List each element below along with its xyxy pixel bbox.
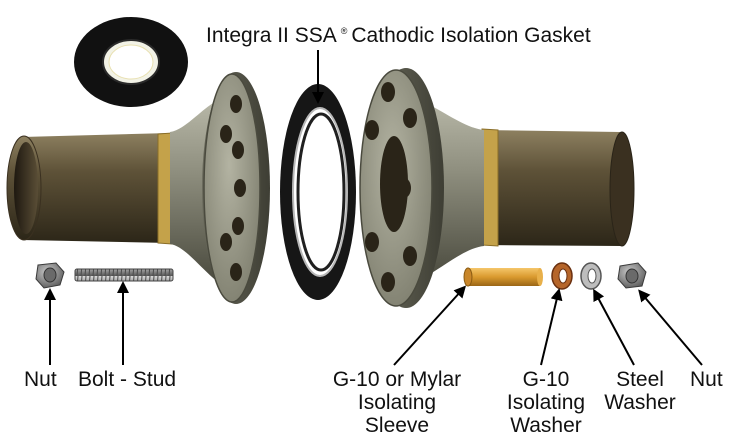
product-name: Integra II SSA	[206, 24, 337, 47]
label-bolt-stud: Bolt - Stud	[78, 368, 177, 391]
arrow-isolating-washer	[540, 288, 563, 366]
label-steel-line-1: Steel	[616, 368, 664, 391]
right-nut	[617, 262, 647, 289]
label-washer-line-3: Washer	[510, 414, 582, 437]
steel-washer	[580, 262, 602, 290]
right-weld-ring	[481, 128, 499, 247]
label-steel-line-2: Washer	[604, 391, 676, 414]
left-nut	[35, 262, 65, 289]
arrow-steel-washer	[593, 288, 635, 366]
isolating-washer	[551, 262, 573, 290]
isolating-sleeve	[463, 267, 543, 287]
label-steel-washer: Steel Washer	[598, 368, 682, 414]
label-isolating-sleeve: G-10 or Mylar Isolating Sleeve	[312, 368, 482, 437]
left-flange-face	[203, 73, 261, 303]
label-sleeve-line-2: Isolating	[357, 391, 437, 414]
right-bolt-holes	[365, 82, 417, 292]
right-flange-bore	[380, 136, 408, 232]
left-pipe	[22, 133, 170, 243]
label-nut-left: Nut	[24, 368, 57, 391]
label-washer-line-2: Isolating	[506, 391, 586, 414]
gasket-side-view	[280, 84, 356, 300]
right-pipe	[480, 130, 622, 246]
right-flange-assembly	[359, 68, 635, 308]
label-sleeve-line-3: Sleeve	[364, 414, 430, 437]
label-sleeve-line-1: G-10 or Mylar	[332, 368, 462, 391]
gasket-face-inset	[74, 17, 188, 107]
label-isolating-washer: G-10 Isolating Washer	[496, 368, 596, 437]
left-flange-assembly	[6, 72, 270, 304]
arrow-nut-right	[638, 289, 703, 366]
left-weld-ring	[157, 132, 173, 245]
leader-arrows	[44, 50, 703, 366]
product-description: Cathodic Isolation Gasket	[351, 24, 591, 47]
arrow-sleeve	[393, 285, 467, 366]
left-bolt-holes	[220, 95, 246, 281]
label-nut-right: Nut	[690, 368, 723, 391]
bolt-stud	[74, 268, 174, 282]
label-washer-line-1: G-10	[522, 368, 570, 391]
registered-mark: ®	[340, 26, 348, 36]
gasket-title-label: Integra II SSA®Cathodic Isolation Gasket	[206, 20, 591, 47]
